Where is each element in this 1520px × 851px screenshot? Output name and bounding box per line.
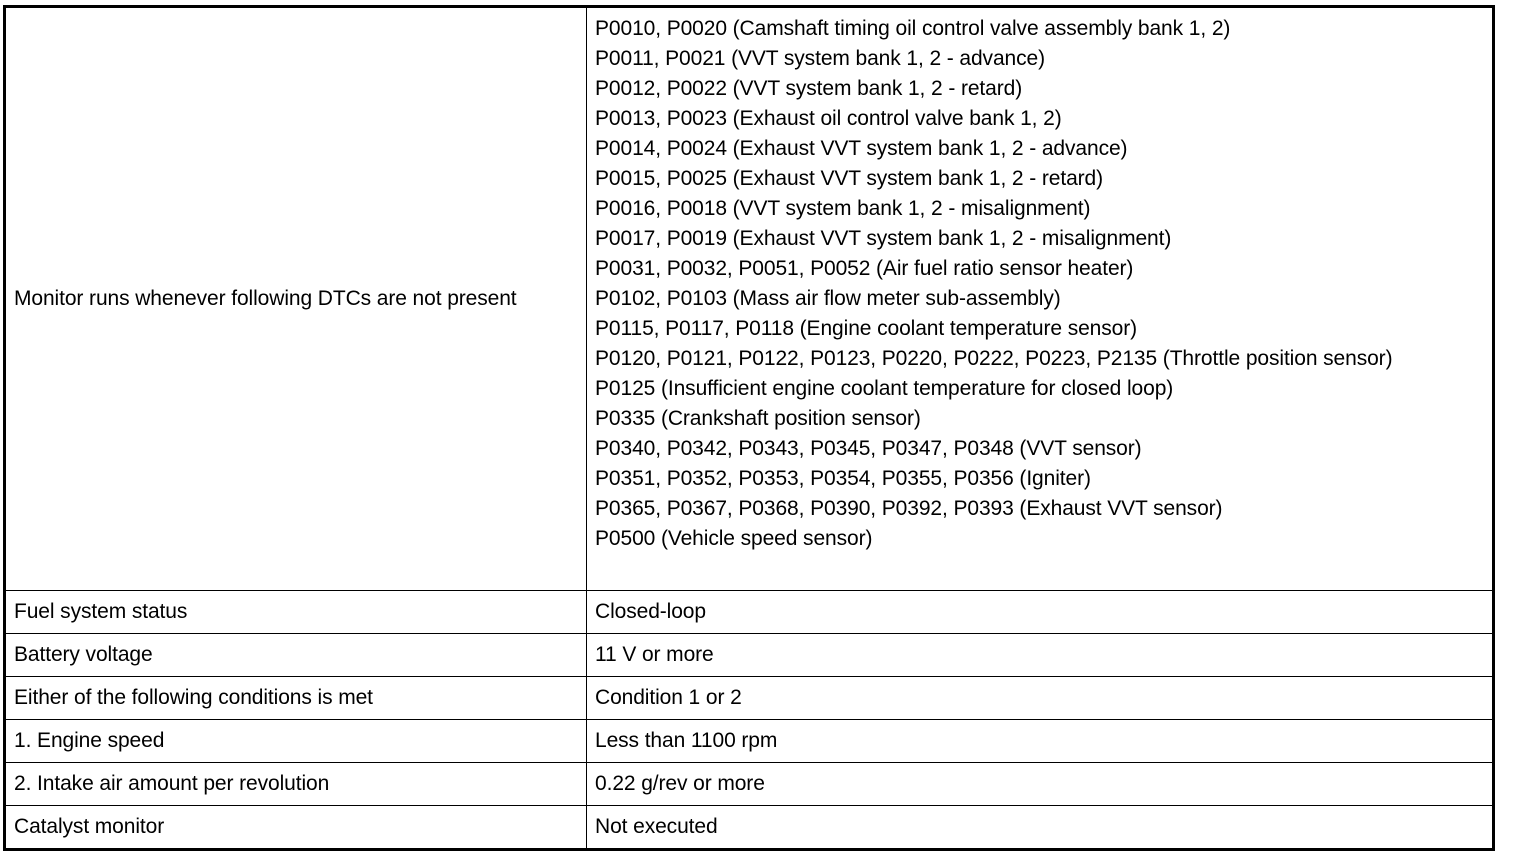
table-cell-value: 0.22 g/rev or more: [586, 762, 1494, 806]
row-label-dtc: Monitor runs whenever following DTCs are…: [14, 287, 517, 310]
dtc-line: P0335 (Crankshaft position sensor): [595, 407, 921, 430]
monitor-conditions-table: Monitor runs whenever following DTCs are…: [3, 5, 1495, 851]
row-value-battery-voltage: 11 V or more: [595, 643, 714, 666]
dtc-line: P0120, P0121, P0122, P0123, P0220, P0222…: [595, 347, 1393, 370]
dtc-line: P0125 (Insufficient engine coolant tempe…: [595, 377, 1174, 400]
table-cell-value: P0010, P0020 (Camshaft timing oil contro…: [586, 6, 1494, 591]
row-value-engine-speed: Less than 1100 rpm: [595, 729, 778, 752]
table-row: Catalyst monitor Not executed: [4, 805, 1494, 850]
table-cell-value: 11 V or more: [586, 633, 1494, 677]
row-value-either-condition: Condition 1 or 2: [595, 686, 742, 709]
dtc-line: P0351, P0352, P0353, P0354, P0355, P0356…: [595, 467, 1091, 490]
table-row: Battery voltage 11 V or more: [4, 633, 1494, 677]
table-row: 2. Intake air amount per revolution 0.22…: [4, 762, 1494, 806]
table-cell-item: Fuel system status: [4, 590, 587, 634]
dtc-line: P0115, P0117, P0118 (Engine coolant temp…: [595, 317, 1138, 340]
dtc-line: P0010, P0020 (Camshaft timing oil contro…: [595, 17, 1231, 40]
dtc-line: P0014, P0024 (Exhaust VVT system bank 1,…: [595, 137, 1128, 160]
table-cell-item: Catalyst monitor: [4, 805, 587, 850]
dtc-line: P0012, P0022 (VVT system bank 1, 2 - ret…: [595, 77, 1023, 100]
table-body: Monitor runs whenever following DTCs are…: [4, 6, 1494, 850]
row-label-intake-air-amount: 2. Intake air amount per revolution: [14, 772, 330, 795]
dtc-line: P0500 (Vehicle speed sensor): [595, 527, 873, 550]
table-row: 1. Engine speed Less than 1100 rpm: [4, 719, 1494, 763]
dtc-line: P0031, P0032, P0051, P0052 (Air fuel rat…: [595, 257, 1134, 280]
row-label-battery-voltage: Battery voltage: [14, 643, 153, 666]
row-value-intake-air-amount: 0.22 g/rev or more: [595, 772, 765, 795]
table-cell-value: Not executed: [586, 805, 1494, 850]
table-cell-item: 2. Intake air amount per revolution: [4, 762, 587, 806]
table-row-dtc: Monitor runs whenever following DTCs are…: [4, 6, 1494, 591]
table-cell-item: 1. Engine speed: [4, 719, 587, 763]
dtc-line: P0365, P0367, P0368, P0390, P0392, P0393…: [595, 497, 1223, 520]
dtc-line: P0340, P0342, P0343, P0345, P0347, P0348…: [595, 437, 1142, 460]
table-cell-value: Closed-loop: [586, 590, 1494, 634]
row-label-catalyst-monitor: Catalyst monitor: [14, 815, 165, 838]
row-value-catalyst-monitor: Not executed: [595, 815, 718, 838]
table-row: Fuel system status Closed-loop: [4, 590, 1494, 634]
dtc-line: P0102, P0103 (Mass air flow meter sub-as…: [595, 287, 1061, 310]
table-cell-value: Condition 1 or 2: [586, 676, 1494, 720]
table-cell-value: Less than 1100 rpm: [586, 719, 1494, 763]
table-cell-item: Monitor runs whenever following DTCs are…: [4, 6, 587, 591]
table-cell-item: Either of the following conditions is me…: [4, 676, 587, 720]
dtc-line: P0013, P0023 (Exhaust oil control valve …: [595, 107, 1062, 130]
dtc-line: P0017, P0019 (Exhaust VVT system bank 1,…: [595, 227, 1172, 250]
row-label-engine-speed: 1. Engine speed: [14, 729, 165, 752]
row-label-either-condition: Either of the following conditions is me…: [14, 686, 373, 709]
dtc-code-list: P0010, P0020 (Camshaft timing oil contro…: [587, 8, 1492, 558]
table-cell-item: Battery voltage: [4, 633, 587, 677]
row-label-fuel-system-status: Fuel system status: [14, 600, 188, 623]
dtc-line: P0011, P0021 (VVT system bank 1, 2 - adv…: [595, 47, 1045, 70]
dtc-line: P0016, P0018 (VVT system bank 1, 2 - mis…: [595, 197, 1091, 220]
table-row: Either of the following conditions is me…: [4, 676, 1494, 720]
row-value-fuel-system-status: Closed-loop: [595, 600, 706, 623]
dtc-line: P0015, P0025 (Exhaust VVT system bank 1,…: [595, 167, 1104, 190]
